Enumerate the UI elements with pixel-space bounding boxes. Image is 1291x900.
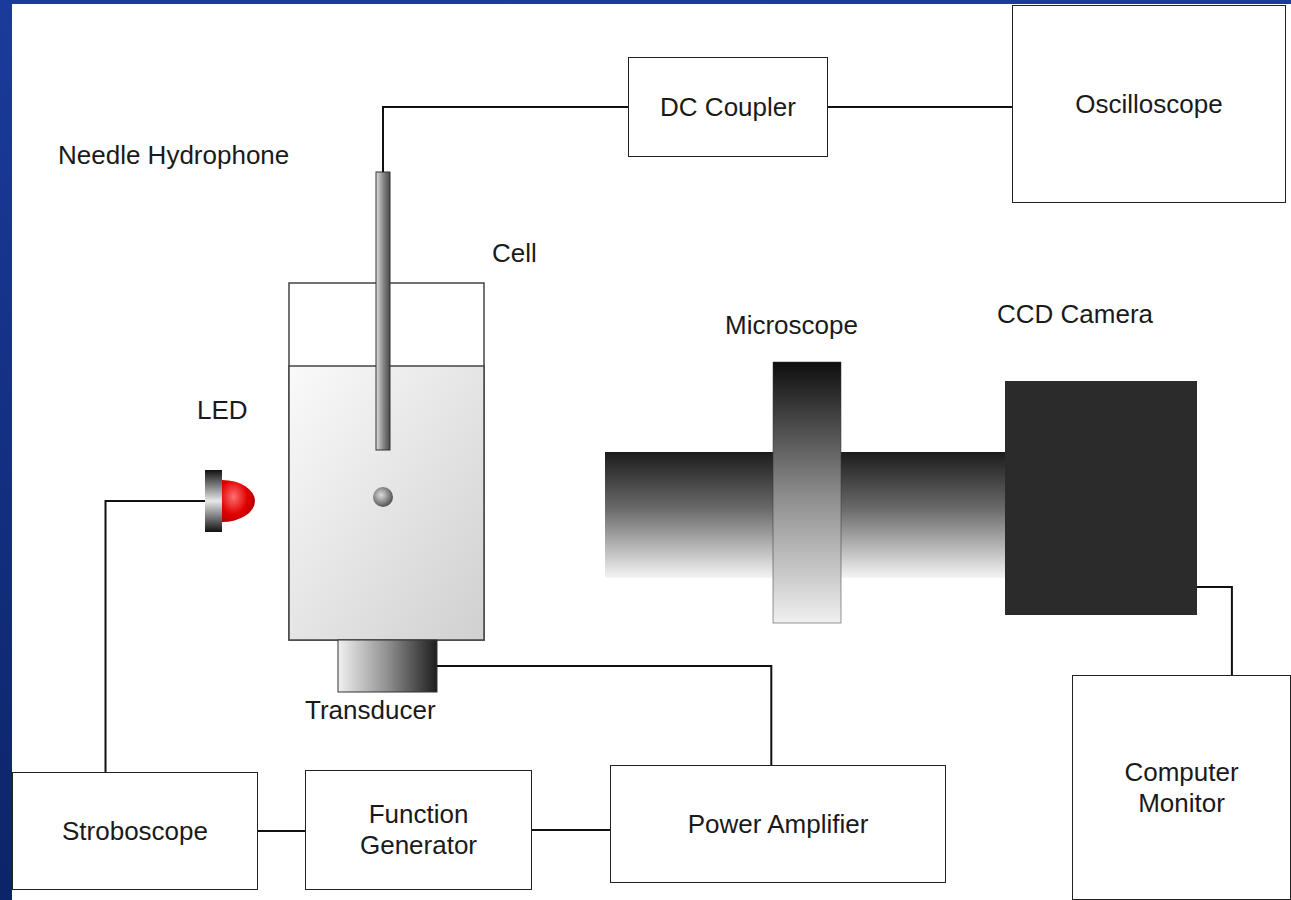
box-label: DC Coupler [660,92,796,123]
part-label: Transducer [305,695,436,725]
signal-wire [532,829,610,831]
transducer: Transducer [338,640,437,692]
box-label: Computer Monitor [1102,757,1262,818]
bubble [373,487,393,507]
part-label: Needle Hydrophone [58,140,289,170]
signal-wire [106,501,206,772]
box-label: Function Generator [344,799,494,860]
process-box: DC Coupler [628,57,828,157]
microscope: Microscope [605,362,1005,623]
process-box: Function Generator [305,770,532,890]
part-label: Cell [492,238,537,268]
part-label: LED [197,395,248,425]
part-label: CCD Camera [997,299,1153,329]
box-label: Oscilloscope [1075,89,1222,120]
process-box: Power Amplifier [610,765,946,883]
signal-wire [828,106,1012,108]
sample-cell: Cell [289,283,484,640]
led-dome [222,480,255,522]
box-label: Stroboscope [62,816,208,847]
process-box: Computer Monitor [1072,675,1291,900]
led-housing [205,470,222,532]
ccd-camera: CCD Camera [1005,381,1197,615]
needle-hydrophone-rod [376,172,390,450]
signal-wire [437,666,771,765]
microscope-ring [773,362,841,623]
signal-wire [383,107,628,172]
box-label: Power Amplifier [688,809,869,840]
led-light: LED [205,470,255,532]
signal-wire [1197,587,1232,675]
ccd-camera-body [1005,381,1197,615]
process-box: Oscilloscope [1012,5,1286,203]
part-label: Microscope [725,310,858,340]
transducer-body [338,640,437,692]
process-box: Stroboscope [12,772,258,890]
needle-hydrophone: Needle Hydrophone [376,172,390,450]
signal-wire [258,830,305,832]
